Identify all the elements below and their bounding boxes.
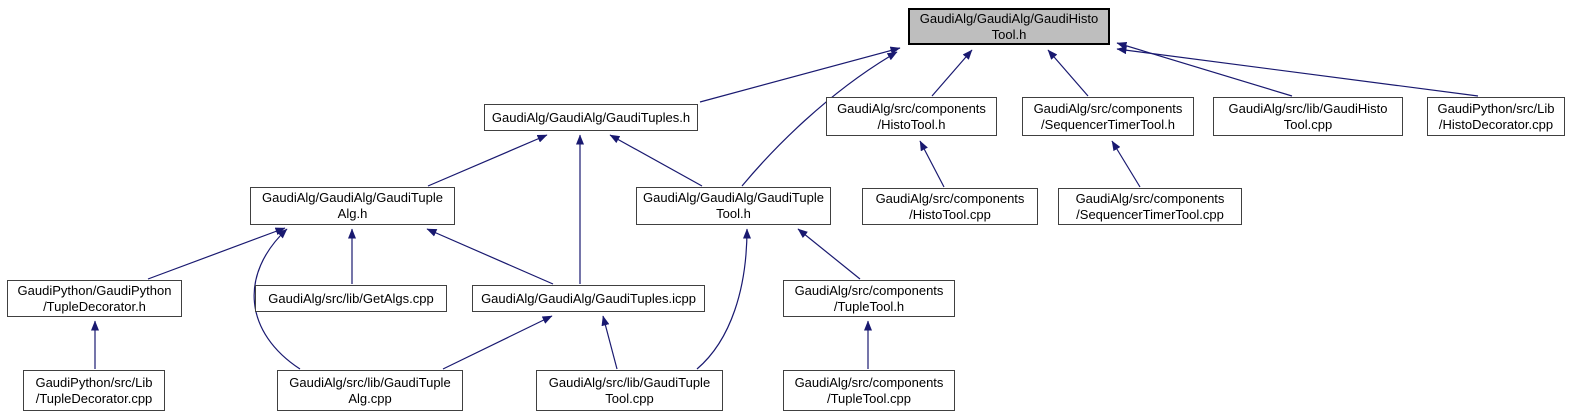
edge-gaudituplealg-h-to-gaudituples-h xyxy=(427,134,548,187)
node-label-line: Tool.cpp xyxy=(605,390,654,406)
node-label-line: GaudiAlg/GaudiAlg/GaudiHisto xyxy=(919,10,1099,26)
node-label-line: Alg.cpp xyxy=(348,390,392,406)
node-tupletool-h[interactable]: GaudiAlg/src/components /TupleTool.h xyxy=(783,280,955,317)
node-sequencertimertool-h[interactable]: GaudiAlg/src/components /SequencerTimerT… xyxy=(1022,97,1194,136)
node-label-line: GaudiAlg/src/components xyxy=(1033,100,1183,116)
node-getalgs-cpp[interactable]: GaudiAlg/src/lib/GetAlgs.cpp xyxy=(255,285,447,312)
node-label-line: GaudiAlg/src/components xyxy=(837,100,986,116)
edge-gaudituplealg-cpp-to-gaudituples-icpp xyxy=(442,315,553,370)
node-label-line: GaudiAlg/GaudiAlg/GaudiTuple xyxy=(643,190,824,205)
edge-gaudidupletool-h-to-gaudihistotool-h xyxy=(741,51,898,187)
node-label-line: Tool.h xyxy=(991,26,1027,42)
node-histotool-h[interactable]: GaudiAlg/src/components /HistoTool.h xyxy=(826,97,997,136)
node-gaudituples-h[interactable]: GaudiAlg/GaudiAlg/GaudiTuples.h xyxy=(484,104,698,131)
node-label-line: GaudiAlg/GaudiAlg/GaudiTuple xyxy=(262,190,443,205)
edge-gaudidupletool-cpp-to-gaudidupletool-h xyxy=(696,228,751,370)
node-gaudihistotool-h: GaudiAlg/GaudiAlg/GaudiHisto Tool.h xyxy=(908,8,1110,45)
node-sequencertimertool-cpp[interactable]: GaudiAlg/src/components /SequencerTimerT… xyxy=(1058,188,1242,225)
node-tupledecorator-h[interactable]: GaudiPython/GaudiPython /TupleDecorator.… xyxy=(7,280,182,317)
edge-gaudidupletool-cpp-to-gaudituples-icpp xyxy=(601,315,618,370)
node-label-line: GaudiAlg/GaudiAlg/GaudiTuples.icpp xyxy=(481,290,696,306)
node-label-line: /TupleTool.cpp xyxy=(826,390,912,406)
edge-gaudidupletool-h-to-gaudituples-h xyxy=(609,134,703,187)
edge-histodecorator-cpp-to-gaudihistotool-h xyxy=(1116,46,1479,97)
node-label-line: GaudiAlg/src/components xyxy=(794,374,944,390)
node-label-line: GaudiPython/src/Lib xyxy=(1437,100,1555,116)
node-gaudituplealg-h[interactable]: GaudiAlg/GaudiAlg/GaudiTuple Alg.h xyxy=(250,187,455,225)
edge-sequencertimertool-h-to-gaudihistotool-h xyxy=(1047,49,1089,97)
node-gaudidupletool-cpp[interactable]: GaudiAlg/src/lib/GaudiTuple Tool.cpp xyxy=(536,370,723,411)
node-label-line: /TupleDecorator.cpp xyxy=(35,390,153,406)
edge-histotool-h-to-gaudihistotool-h xyxy=(931,49,973,97)
node-label-line: /HistoTool.h xyxy=(877,116,946,132)
edge-gaudituples-h-to-gaudihistotool-h xyxy=(699,46,901,103)
node-histodecorator-cpp[interactable]: GaudiPython/src/Lib /HistoDecorator.cpp xyxy=(1427,97,1565,136)
node-label-line: GaudiAlg/src/components xyxy=(794,282,944,298)
node-gaudihistotool-cpp[interactable]: GaudiAlg/src/lib/GaudiHisto Tool.cpp xyxy=(1213,97,1403,136)
edge-gaudihistotool-cpp-to-gaudihistotool-h xyxy=(1116,41,1293,97)
node-label-line: GaudiAlg/src/lib/GaudiTuple xyxy=(548,374,711,390)
edge-sequencertimertool-cpp-to-sequencertimertool-h xyxy=(1111,140,1141,188)
node-label-line: GaudiAlg/GaudiAlg/GaudiTuples.h xyxy=(491,109,691,125)
node-label-line: GaudiAlg/src/lib/GaudiHisto xyxy=(1228,100,1388,116)
node-tupledecorator-cpp[interactable]: GaudiPython/src/Lib /TupleDecorator.cpp xyxy=(23,370,165,411)
node-gaudituples-icpp[interactable]: GaudiAlg/GaudiAlg/GaudiTuples.icpp xyxy=(472,285,705,312)
node-label-line: Alg.h xyxy=(337,206,368,221)
node-label-line: /SequencerTimerTool.cpp xyxy=(1076,206,1224,222)
node-label-line: Tool.h xyxy=(716,206,751,221)
node-histotool-cpp[interactable]: GaudiAlg/src/components /HistoTool.cpp xyxy=(862,188,1038,225)
edge-gaudituplealg-cpp-to-gaudituplealg-h xyxy=(253,228,301,370)
edge-tupletool-h-to-gaudidupletool-h xyxy=(797,228,861,280)
node-label-line: Tool.cpp xyxy=(1283,116,1333,132)
node-label-line: GaudiPython/GaudiPython xyxy=(17,282,172,298)
node-label-line: /SequencerTimerTool.h xyxy=(1041,116,1175,132)
node-gaudidupletool-h[interactable]: GaudiAlg/GaudiAlg/GaudiTuple Tool.h xyxy=(636,187,831,225)
node-label-line: /HistoDecorator.cpp xyxy=(1438,116,1554,132)
node-label-line: GaudiAlg/src/lib/GetAlgs.cpp xyxy=(268,290,434,306)
node-label-line: GaudiAlg/src/lib/GaudiTuple xyxy=(289,374,451,390)
edge-histotool-cpp-to-histotool-h xyxy=(919,140,945,188)
node-label-line: /HistoTool.cpp xyxy=(909,206,991,222)
node-label-line: /TupleTool.h xyxy=(833,298,905,314)
node-label-line: GaudiAlg/src/components xyxy=(1075,190,1225,206)
node-label-line: /TupleDecorator.h xyxy=(43,298,146,314)
node-gaudituplealg-cpp[interactable]: GaudiAlg/src/lib/GaudiTuple Alg.cpp xyxy=(277,370,463,411)
edge-gaudituples-icpp-to-gaudituplealg-h xyxy=(426,228,554,285)
node-label-line: GaudiPython/src/Lib xyxy=(35,374,153,390)
node-tupletool-cpp[interactable]: GaudiAlg/src/components /TupleTool.cpp xyxy=(783,370,955,411)
node-label-line: GaudiAlg/src/components xyxy=(875,190,1025,206)
edge-tupledecorator-h-to-gaudituplealg-h xyxy=(147,227,286,280)
